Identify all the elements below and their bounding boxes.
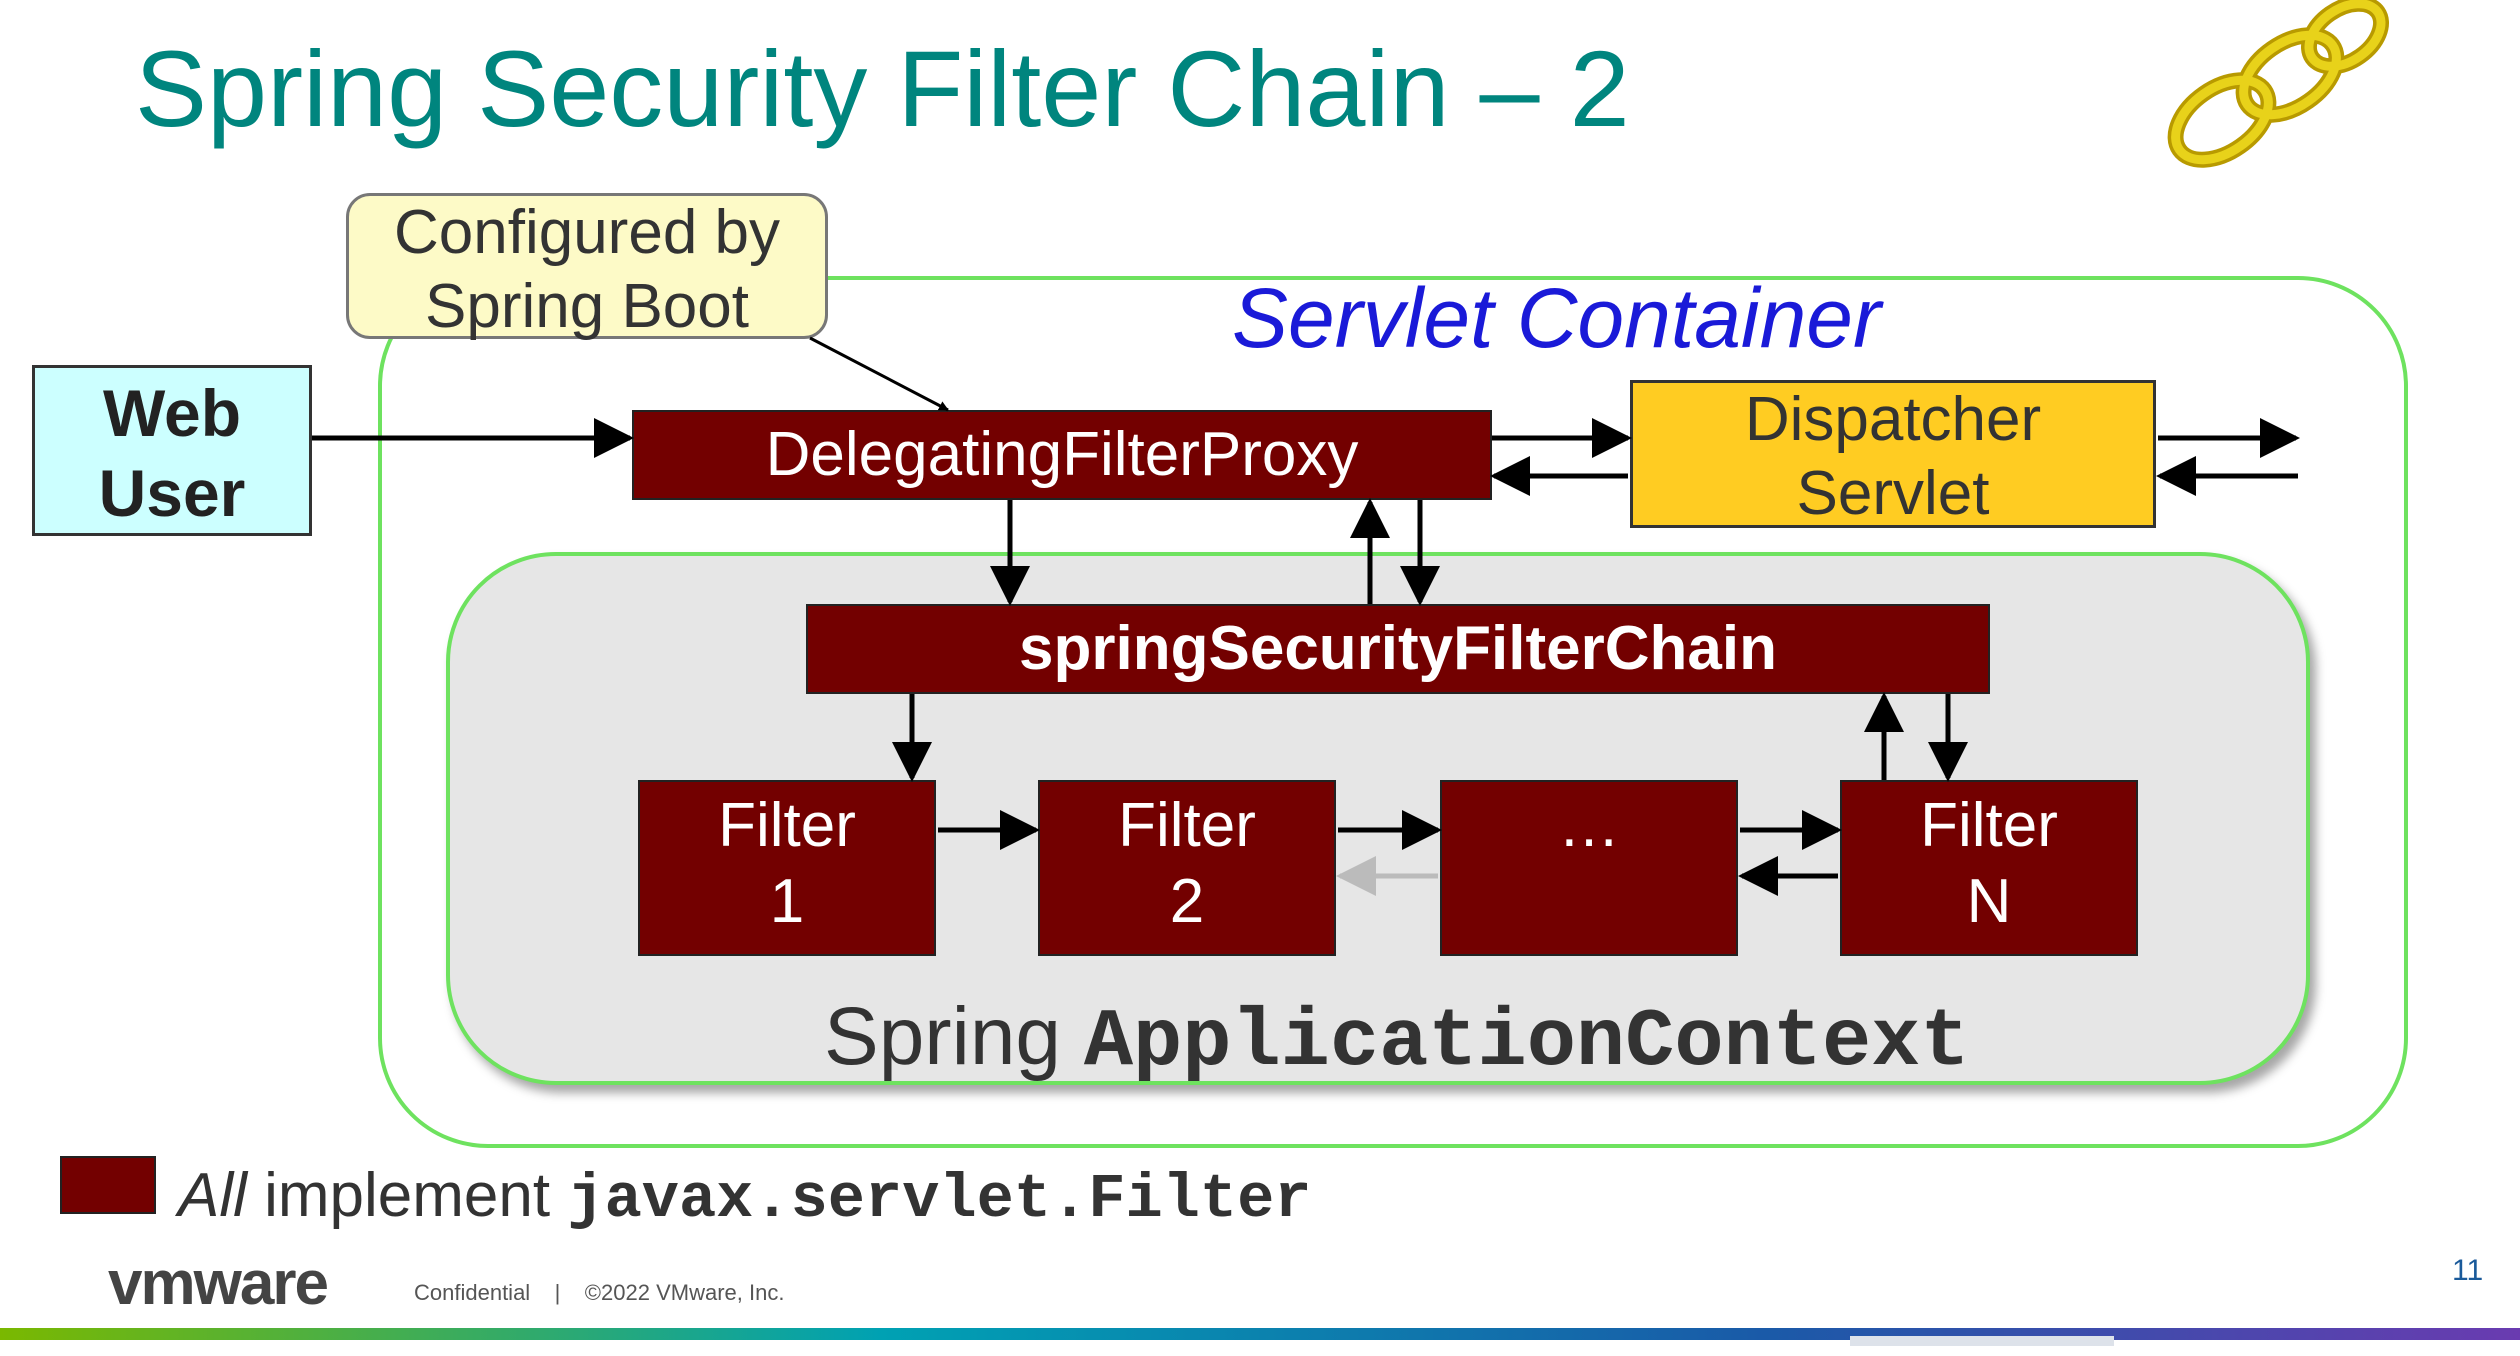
delegating-filter-proxy: DelegatingFilterProxy xyxy=(632,410,1492,500)
dispatcher-servlet: Dispatcher Servlet xyxy=(1630,380,2156,528)
callout-pointer xyxy=(809,336,949,412)
legend-text: All implement javax.servlet.Filter xyxy=(178,1161,1312,1235)
chain-link-icon xyxy=(2167,0,2390,168)
footer-bar-highlight xyxy=(1850,1336,2114,1346)
spring-security-filter-chain: springSecurityFilterChain xyxy=(806,604,1990,694)
web-user-box: Web User xyxy=(32,365,312,536)
application-context-label: Spring ApplicationContext xyxy=(824,991,1970,1089)
filter-ellipsis: … xyxy=(1440,780,1738,956)
servlet-container xyxy=(378,276,2408,1148)
confidential-notice: Confidential | ©2022 VMware, Inc. xyxy=(414,1280,785,1305)
legend-swatch xyxy=(60,1156,156,1214)
page-number: 11 xyxy=(2452,1254,2484,1287)
configured-by-callout: Configured by Spring Boot xyxy=(346,193,828,341)
page-title: Spring Security Filter Chain – 2 xyxy=(135,28,1630,149)
vmware-logo: vmware xyxy=(108,1249,329,1318)
servlet-container-label: Servlet Container xyxy=(1232,271,1881,365)
footer-color-bar xyxy=(0,1328,2520,1340)
